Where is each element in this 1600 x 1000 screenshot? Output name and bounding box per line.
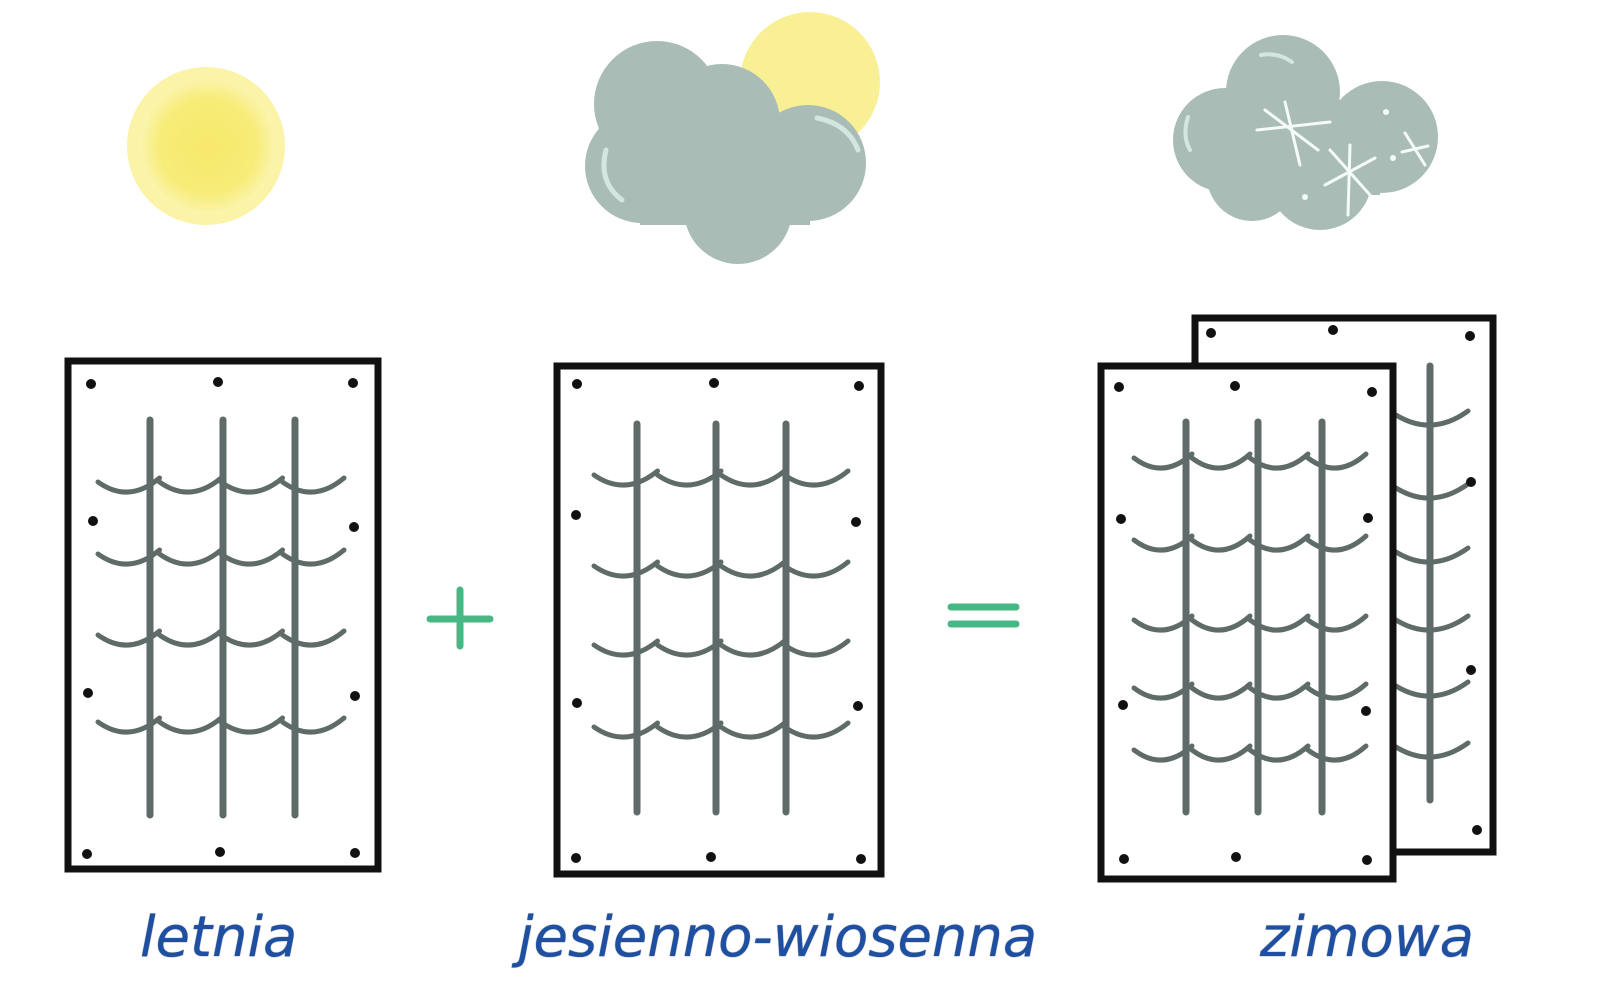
snow-cloud-icon [1173, 35, 1438, 230]
blanket-autumn-spring [553, 362, 885, 878]
snowflake-icon [1255, 100, 1430, 217]
plus-sign [426, 586, 494, 650]
blanket-summer [64, 357, 382, 873]
label-winter: zimowa [1260, 905, 1474, 970]
sun-behind-cloud-icon [585, 12, 880, 264]
label-summer: letnia [140, 905, 298, 970]
blanket-winter-front [1097, 362, 1397, 883]
label-autumn-spring: jesienno-wiosenna [518, 905, 1038, 970]
sun-icon [127, 67, 285, 225]
equals-sign [947, 603, 1020, 628]
